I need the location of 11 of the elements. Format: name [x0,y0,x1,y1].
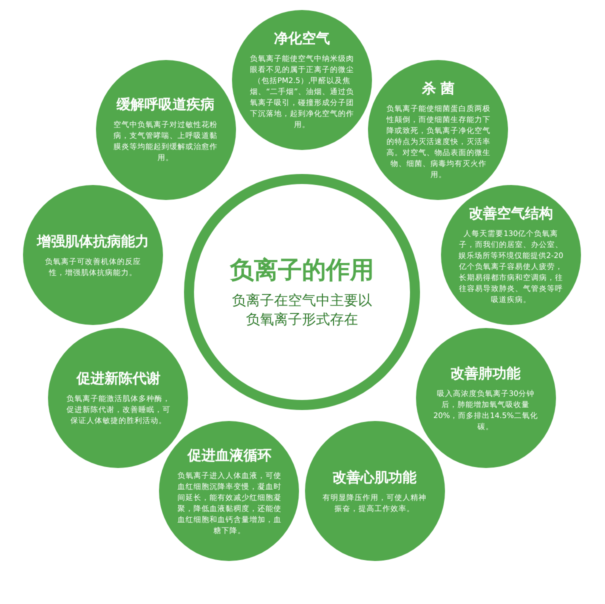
circle-title: 促进新陈代谢 [76,370,160,388]
circle-title: 缓解呼吸道疾病 [116,96,215,114]
circle-title: 增强肌体抗病能力 [37,232,150,251]
main-title: 负离子的作用 [230,255,374,286]
circle-title: 促进血液循环 [187,446,272,465]
circle-title: 改善肺功能 [450,364,521,382]
circle-title: 改善心肌功能 [332,468,416,487]
circle-title: 杀 菌 [422,80,455,98]
circle-title: 净化空气 [274,30,330,48]
subtitle: 负离子在空气中主要以负氧离子形式存在 [231,292,373,330]
circle-title: 改善空气结构 [468,205,553,224]
